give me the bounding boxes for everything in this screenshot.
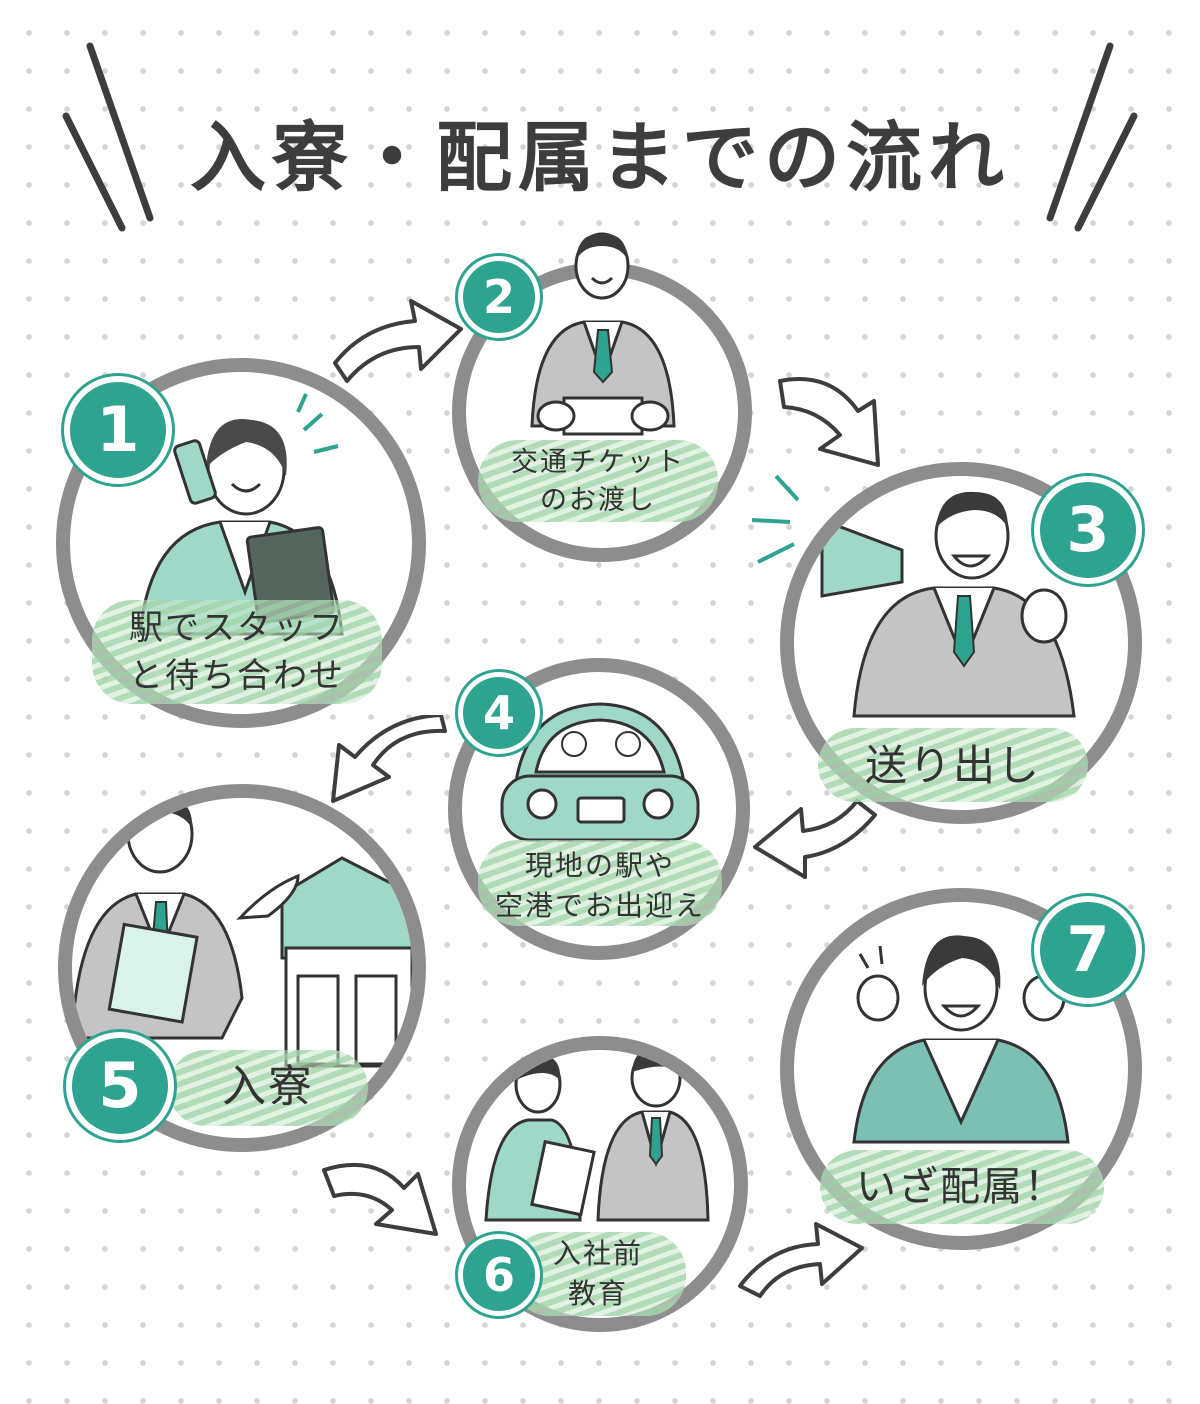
man-presenting-house-icon: [72, 798, 412, 1068]
step-3-highlight: [818, 728, 1088, 802]
arrow-6-to-7-icon: [738, 1222, 864, 1298]
step-2-highlight: [478, 440, 718, 522]
step-2-label: 交通チケット のお渡し: [511, 447, 685, 516]
man-handing-ticket-head-icon: [574, 232, 630, 300]
step-7-label: いざ配属！: [856, 1164, 1066, 1210]
page-title: 入寮・配属までの流れ: [190, 113, 1010, 202]
car-pickup-icon: [500, 702, 700, 842]
title-accent-right-icon: [1046, 42, 1138, 232]
step-3-badge: 3: [1034, 476, 1142, 584]
step-7-highlight: [820, 1150, 1104, 1224]
step-4-badge: 4: [458, 672, 540, 754]
arrow-5-to-6-icon: [322, 1162, 438, 1236]
step-3-label: 送り出し: [864, 741, 1041, 790]
step-4-highlight: [478, 840, 722, 926]
arrow-3-to-4-icon: [753, 799, 877, 879]
step-1-label: 駅でスタッフ と待ち合わせ: [129, 608, 345, 696]
arrow-1-to-2-icon: [333, 299, 463, 383]
title-accent-left-icon: [62, 42, 154, 232]
training-pair-icon: [484, 1050, 710, 1222]
step-7-badge: 7: [1034, 896, 1142, 1004]
arrow-4-to-5-icon: [331, 715, 447, 803]
man-handing-ticket-icon: [530, 320, 676, 436]
step-4-label: 現地の駅や 空港でお出迎え: [494, 849, 705, 922]
megaphone-shout-lines-icon: [751, 474, 800, 564]
step-5-highlight: [168, 1050, 368, 1126]
step-1-highlight: [92, 600, 382, 704]
man-megaphone-icon: [820, 491, 1076, 718]
arrow-2-to-3-icon: [778, 377, 880, 467]
step-6-badge: 6: [458, 1234, 540, 1316]
step-5-label: 入寮: [222, 1061, 314, 1112]
step-2-badge: 2: [458, 256, 540, 338]
step-5-badge: 5: [66, 1032, 174, 1140]
step-6-label: 入社前 教育: [552, 1237, 643, 1310]
step-1-badge: 1: [64, 376, 172, 484]
